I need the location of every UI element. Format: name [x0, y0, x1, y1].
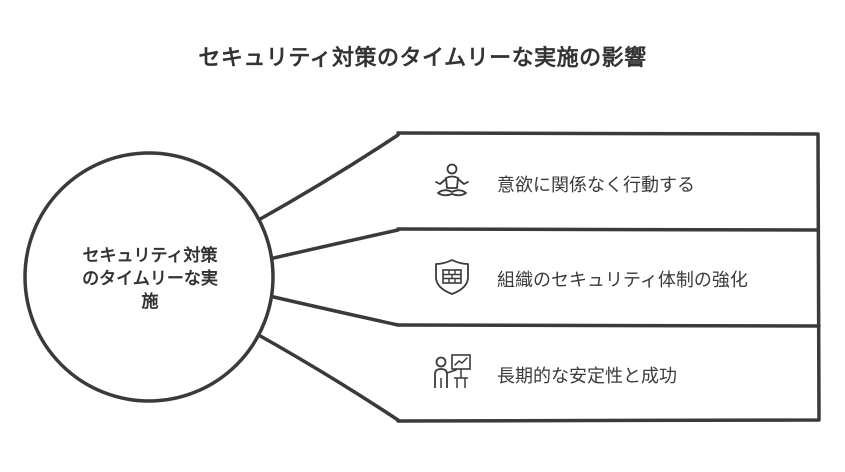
- center-circle: [23, 151, 275, 403]
- center-label-line3: 施: [141, 292, 159, 312]
- presenter-growth-chart-icon: [434, 354, 471, 388]
- connector-line-3: [263, 293, 400, 327]
- center-label-line1: セキュリティ対策: [82, 246, 218, 266]
- shield-firewall-icon: [435, 259, 469, 295]
- center-label-line2: のタイムリーな実: [82, 269, 218, 289]
- center-label: セキュリティ対策 のタイムリーな実 施: [55, 245, 245, 314]
- box-divider-1: [396, 227, 820, 232]
- boxes-frame: [396, 131, 821, 423]
- connector-line-4: [253, 331, 400, 422]
- connector-line-1: [253, 133, 400, 224]
- item-label-1: 意欲に関係なく行動する: [497, 175, 695, 196]
- item-label-3: 長期的な安定性と成功: [497, 366, 677, 387]
- box-divider-2: [396, 323, 821, 328]
- diagram-title: セキュリティ対策のタイムリーな実施の影響: [198, 46, 647, 71]
- meditation-person-icon: [435, 163, 469, 197]
- connector-line-2: [263, 228, 400, 262]
- item-label-2: 組織のセキュリティ体制の強化: [497, 270, 748, 291]
